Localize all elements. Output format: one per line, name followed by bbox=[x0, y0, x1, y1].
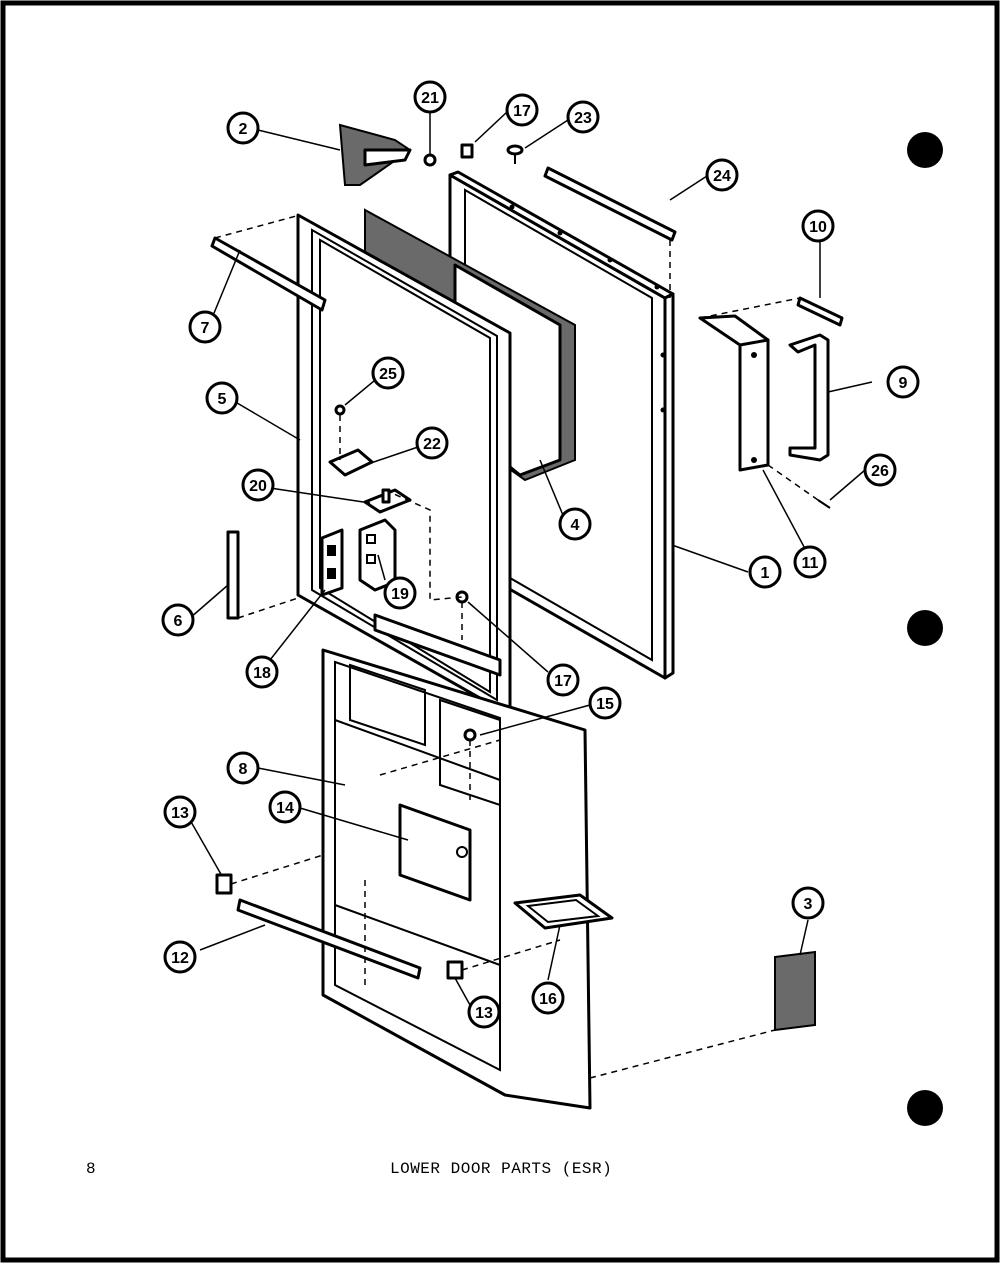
svg-text:24: 24 bbox=[713, 168, 731, 185]
callout-15: 15 bbox=[588, 686, 622, 720]
part-10-strip bbox=[796, 296, 844, 327]
callout-7: 7 bbox=[188, 310, 222, 344]
callout-18: 18 bbox=[245, 655, 279, 689]
svg-text:7: 7 bbox=[201, 320, 210, 337]
svg-text:19: 19 bbox=[391, 586, 409, 603]
part-6-vertical-strip bbox=[226, 530, 240, 620]
part-3-side-insulation bbox=[774, 950, 816, 1032]
part-21-plug bbox=[423, 153, 437, 167]
svg-text:25: 25 bbox=[379, 366, 397, 383]
svg-text:26: 26 bbox=[871, 463, 889, 480]
svg-text:10: 10 bbox=[809, 219, 827, 236]
svg-text:22: 22 bbox=[423, 436, 441, 453]
svg-text:20: 20 bbox=[249, 478, 267, 495]
part-15-screw bbox=[463, 728, 477, 742]
page-number: 8 bbox=[86, 1160, 97, 1178]
part-9-handle bbox=[788, 333, 830, 462]
callout-17-bottom: 17 bbox=[546, 663, 580, 697]
page-caption: LOWER DOOR PARTS (ESR) bbox=[390, 1160, 613, 1178]
callout-17-top: 17 bbox=[505, 93, 539, 127]
callout-12: 12 bbox=[163, 940, 197, 974]
svg-text:13: 13 bbox=[171, 805, 189, 822]
part-23-screw bbox=[506, 144, 524, 164]
callout-4: 4 bbox=[558, 507, 592, 541]
callout-13-left: 13 bbox=[163, 795, 197, 829]
callout-9: 9 bbox=[886, 365, 920, 399]
callout-11: 11 bbox=[793, 545, 827, 579]
svg-text:4: 4 bbox=[571, 517, 580, 534]
part-12-bottom-rail bbox=[236, 898, 422, 980]
part-17-cap-top bbox=[460, 143, 474, 159]
callout-5: 5 bbox=[205, 381, 239, 415]
part-2-top-trim bbox=[338, 123, 412, 186]
svg-text:1: 1 bbox=[761, 565, 770, 582]
callout-23: 23 bbox=[566, 100, 600, 134]
callout-13-right: 13 bbox=[467, 995, 501, 1029]
callout-22: 22 bbox=[415, 426, 449, 460]
part-13-clip-left bbox=[215, 873, 233, 895]
part-19-hinge-bracket bbox=[358, 518, 397, 592]
svg-text:2: 2 bbox=[239, 121, 248, 138]
svg-text:21: 21 bbox=[421, 90, 439, 107]
callout-14: 14 bbox=[268, 790, 302, 824]
svg-text:11: 11 bbox=[802, 555, 819, 572]
callout-19: 19 bbox=[383, 576, 417, 610]
callout-8: 8 bbox=[226, 751, 260, 785]
callout-16: 16 bbox=[531, 981, 565, 1015]
part-18-hinge-plate bbox=[320, 528, 344, 597]
binder-hole-bottom bbox=[907, 1090, 943, 1126]
svg-text:18: 18 bbox=[253, 665, 271, 682]
callout-24: 24 bbox=[705, 158, 739, 192]
svg-text:17: 17 bbox=[554, 673, 572, 690]
callout-2: 2 bbox=[226, 111, 260, 145]
part-13-clip-right bbox=[446, 960, 464, 980]
callout-10: 10 bbox=[801, 209, 835, 243]
svg-text:14: 14 bbox=[276, 800, 294, 817]
svg-text:16: 16 bbox=[539, 991, 557, 1008]
part-7-strip bbox=[210, 236, 327, 312]
callout-21: 21 bbox=[413, 80, 447, 114]
svg-text:13: 13 bbox=[475, 1005, 493, 1022]
part-11-handle-bracket bbox=[698, 314, 770, 472]
svg-text:8: 8 bbox=[239, 761, 248, 778]
callout-6: 6 bbox=[161, 603, 195, 637]
svg-text:17: 17 bbox=[513, 103, 531, 120]
part-26-screw bbox=[817, 499, 831, 509]
svg-text:15: 15 bbox=[596, 696, 614, 713]
callout-1: 1 bbox=[748, 555, 782, 589]
binder-hole-top bbox=[907, 132, 943, 168]
svg-text:9: 9 bbox=[899, 375, 908, 392]
binder-hole-middle bbox=[907, 610, 943, 646]
part-14-plate bbox=[398, 803, 472, 902]
part-24-top-strip bbox=[543, 166, 677, 242]
callout-26: 26 bbox=[863, 453, 897, 487]
svg-text:3: 3 bbox=[804, 896, 813, 913]
svg-text:12: 12 bbox=[171, 950, 189, 967]
part-25-screw bbox=[334, 404, 346, 416]
callout-3: 3 bbox=[791, 886, 825, 920]
leader-lines bbox=[189, 111, 873, 1006]
assembly-dashed-lines bbox=[214, 214, 819, 1079]
callout-25: 25 bbox=[371, 356, 405, 390]
svg-text:6: 6 bbox=[174, 613, 183, 630]
svg-text:5: 5 bbox=[218, 391, 227, 408]
part-16-tray bbox=[513, 893, 614, 930]
callout-20: 20 bbox=[241, 468, 275, 502]
svg-text:23: 23 bbox=[574, 110, 592, 127]
